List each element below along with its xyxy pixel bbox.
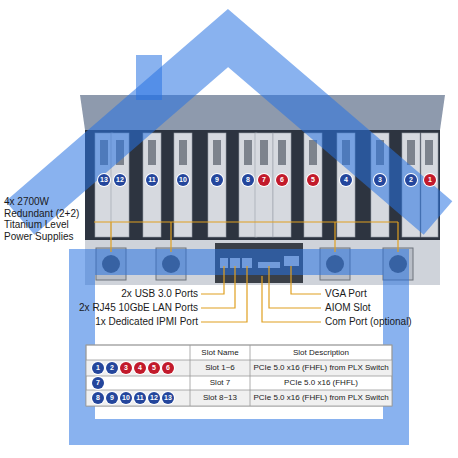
lan-label: 2x RJ45 10GbE LAN Ports bbox=[40, 302, 198, 314]
vga-label: VGA Port bbox=[325, 288, 455, 300]
callout-number: 4 bbox=[340, 174, 352, 186]
callout-number: 1 bbox=[92, 362, 104, 374]
callout-number: 3 bbox=[374, 174, 386, 186]
callout-number: 10 bbox=[120, 392, 132, 404]
callout-number: 13 bbox=[162, 392, 174, 404]
callout-number: 10 bbox=[177, 174, 189, 186]
callout-number: 6 bbox=[162, 362, 174, 374]
column-header: Slot Description bbox=[250, 348, 392, 357]
table-cell: PCIe 5.0 x16 (FHFL) from PLX Switch bbox=[250, 363, 392, 372]
callout-number: 5 bbox=[307, 174, 319, 186]
callout-number: 3 bbox=[120, 362, 132, 374]
com-port-label: Com Port (optional) bbox=[325, 316, 455, 328]
table-cell: Slot 1~6 bbox=[190, 363, 250, 372]
aiom-label: AIOM Slot bbox=[325, 302, 455, 314]
table-cell: PCIe 5.0 x16 (FHFL) bbox=[250, 378, 392, 387]
callout-number: 9 bbox=[211, 174, 223, 186]
table-cell: Slot 7 bbox=[190, 378, 250, 387]
callout-number: 5 bbox=[148, 362, 160, 374]
callout-number: 9 bbox=[106, 392, 118, 404]
callout-number: 11 bbox=[146, 174, 158, 186]
callout-number: 7 bbox=[258, 174, 270, 186]
usb-label: 2x USB 3.0 Ports bbox=[40, 288, 198, 300]
callout-number: 11 bbox=[134, 392, 146, 404]
column-header: Slot Name bbox=[190, 348, 250, 357]
callout-number: 6 bbox=[276, 174, 288, 186]
callout-number: 8 bbox=[92, 392, 104, 404]
callout-number: 8 bbox=[242, 174, 254, 186]
callout-number: 4 bbox=[134, 362, 146, 374]
table-cell: PCIe 5.0 x16 (FHFL) from PLX Switch bbox=[250, 393, 392, 402]
callout-number: 13 bbox=[98, 174, 110, 186]
power-supply-label: 4x 2700W Redundant (2+2) Titanium Level … bbox=[4, 196, 92, 242]
callout-number: 12 bbox=[148, 392, 160, 404]
callout-number: 2 bbox=[106, 362, 118, 374]
callout-number: 7 bbox=[92, 377, 104, 389]
callout-number: 12 bbox=[114, 174, 126, 186]
callout-number: 2 bbox=[405, 174, 417, 186]
table-cell: Slot 8~13 bbox=[190, 393, 250, 402]
ipmi-label: 1x Dedicated IPMI Port bbox=[40, 316, 198, 328]
callout-number: 1 bbox=[424, 174, 436, 186]
